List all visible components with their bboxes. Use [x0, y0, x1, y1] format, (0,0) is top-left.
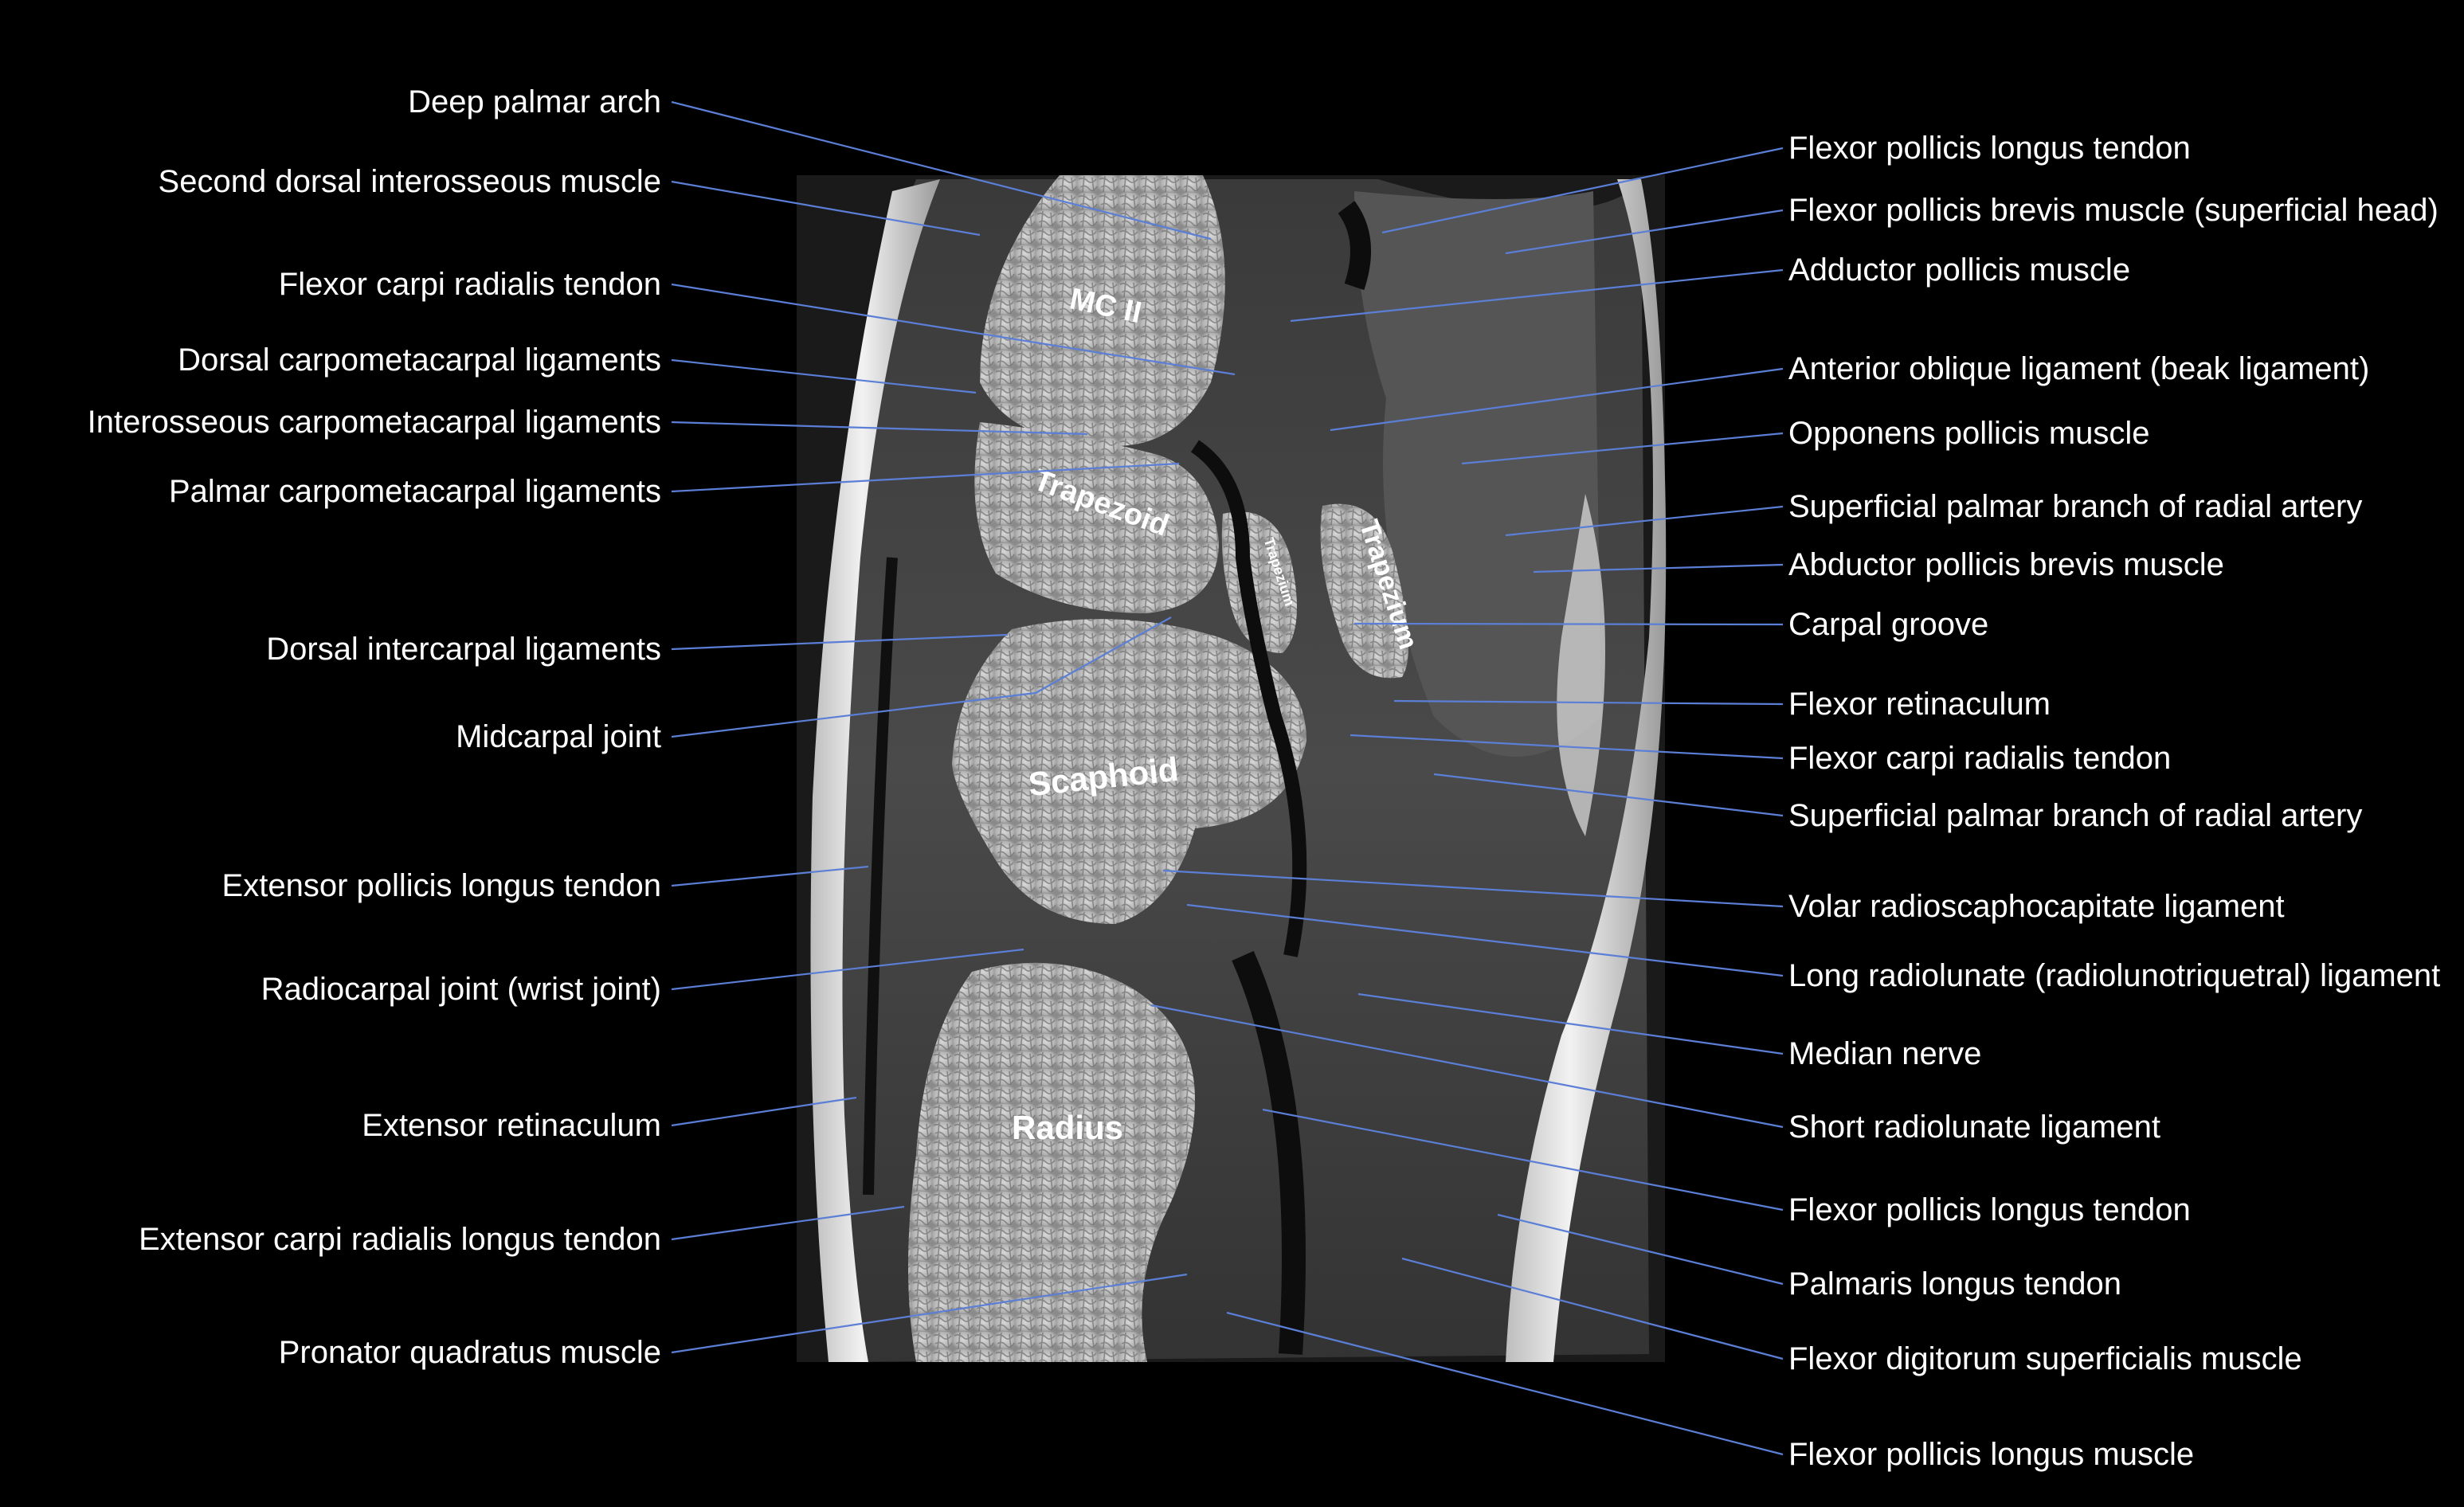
leader-right-5 [1461, 432, 1784, 465]
right-label-1: Flexor pollicis longus tendon [1788, 131, 2191, 166]
right-label-2: Flexor pollicis brevis muscle (superfici… [1788, 193, 2439, 228]
right-label-17: Palmaris longus tendon [1788, 1266, 2122, 1302]
fpl-tendon-distal [1338, 201, 1371, 291]
left-label-11: Extensor retinaculum [362, 1108, 661, 1143]
leader-right-14 [1357, 992, 1784, 1055]
right-label-5: Opponens pollicis muscle [1788, 416, 2150, 451]
leader-left-9 [671, 865, 869, 887]
left-label-9: Extensor pollicis longus tendon [221, 868, 661, 903]
leader-right-11 [1433, 773, 1784, 817]
leader-right-17 [1497, 1213, 1784, 1286]
left-label-5: Interosseous carpometacarpal ligaments [87, 405, 661, 440]
left-label-7: Dorsal intercarpal ligaments [266, 632, 661, 667]
right-label-18: Flexor digitorum superficialis muscle [1788, 1341, 2302, 1376]
leader-left-7 [671, 633, 1009, 651]
leader-right-3 [1290, 268, 1784, 323]
right-label-12: Volar radioscaphocapitate ligament [1788, 889, 2285, 924]
right-label-16: Flexor pollicis longus tendon [1788, 1192, 2191, 1227]
leader-right-16 [1262, 1108, 1784, 1211]
leader-right-12 [1162, 869, 1784, 908]
mc2-bone [980, 175, 1225, 446]
left-label-1: Deep palmar arch [408, 84, 661, 119]
scaphoid-bone [952, 619, 1306, 924]
leader-right-13 [1186, 903, 1784, 977]
right-label-11: Superficial palmar branch of radial arte… [1788, 798, 2363, 833]
right-label-8: Carpal groove [1788, 607, 1989, 642]
left-label-13: Pronator quadratus muscle [278, 1335, 661, 1370]
leader-left-4 [671, 358, 977, 394]
right-label-15: Short radiolunate ligament [1788, 1110, 2160, 1145]
leader-right-7 [1533, 563, 1784, 573]
leader-lines [671, 100, 1784, 1456]
leader-left-1 [671, 100, 1212, 241]
left-label-8: Midcarpal joint [456, 719, 661, 754]
leader-left-8 [671, 616, 1172, 738]
trapezoid-bone [974, 422, 1219, 613]
right-label-7: Abductor pollicis brevis muscle [1788, 547, 2224, 582]
right-label-4: Anterior oblique ligament (beak ligament… [1788, 351, 2370, 386]
leader-right-2 [1505, 209, 1784, 255]
left-label-12: Extensor carpi radialis longus tendon [139, 1222, 661, 1257]
palmar-skin-fat [1506, 179, 1667, 1362]
leader-right-10 [1350, 734, 1784, 760]
right-label-19: Flexor pollicis longus muscle [1788, 1437, 2195, 1472]
leader-left-11 [671, 1096, 857, 1127]
leader-left-12 [671, 1205, 905, 1241]
right-label-14: Median nerve [1788, 1036, 1982, 1071]
left-label-3: Flexor carpi radialis tendon [278, 267, 661, 302]
right-label-10: Flexor carpi radialis tendon [1788, 741, 2172, 776]
leader-right-15 [1150, 1004, 1784, 1129]
leader-right-1 [1381, 147, 1784, 234]
left-label-2: Second dorsal interosseous muscle [158, 164, 661, 199]
leader-left-5 [671, 421, 1088, 436]
leader-right-9 [1393, 699, 1784, 706]
right-label-3: Adductor pollicis muscle [1788, 252, 2131, 288]
leader-right-4 [1330, 367, 1784, 432]
leader-left-2 [671, 180, 981, 237]
dorsal-skin-fat [810, 179, 940, 1362]
leader-right-19 [1226, 1311, 1784, 1456]
fcr-tendon-shadow [1190, 440, 1307, 957]
leader-right-6 [1505, 505, 1784, 537]
leader-left-6 [671, 462, 1180, 493]
extensor-tendon-line [863, 557, 898, 1196]
radius-bone [908, 962, 1195, 1362]
label-radius: Radius [1012, 1109, 1123, 1146]
fat-patch [1557, 494, 1605, 836]
fpl-tendon-shadow [1232, 950, 1306, 1355]
left-label-10: Radiocarpal joint (wrist joint) [261, 972, 661, 1007]
left-label-6: Palmar carpometacarpal ligaments [168, 474, 661, 509]
thenar-muscle [1354, 191, 1601, 757]
leader-left-13 [671, 1273, 1188, 1354]
right-label-6: Superficial palmar branch of radial arte… [1788, 489, 2363, 524]
right-label-13: Long radiolunate (radiolunotriquetral) l… [1788, 958, 2441, 993]
leader-right-18 [1401, 1257, 1784, 1360]
leader-left-10 [671, 948, 1024, 991]
trapezium-bone [1320, 503, 1408, 679]
right-label-9: Flexor retinaculum [1788, 687, 2051, 722]
leader-left-3 [671, 283, 1236, 376]
left-label-4: Dorsal carpometacarpal ligaments [178, 342, 661, 378]
mri-image: MC II Trapezoid Trapezium Trapezium Scap… [797, 175, 1667, 1362]
